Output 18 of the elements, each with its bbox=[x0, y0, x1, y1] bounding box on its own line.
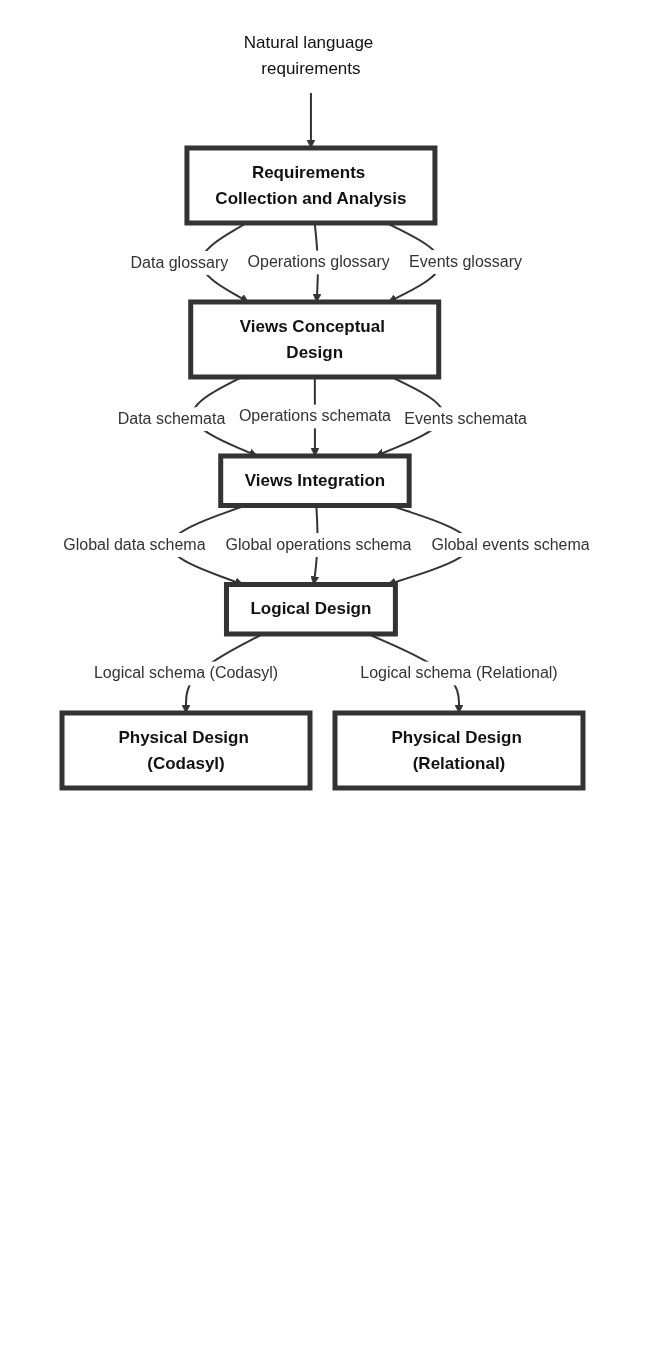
edge-label: Operations glossary bbox=[247, 253, 390, 271]
edge-label: Events glossary bbox=[408, 253, 522, 271]
node-box: Logical Design bbox=[223, 582, 398, 637]
node-box: Views Integration bbox=[217, 453, 412, 508]
edge-label: Data schemata bbox=[117, 410, 225, 428]
node-box: Views Conceptual Design bbox=[187, 299, 441, 380]
edge-label: Logical schema (Codasyl) bbox=[93, 664, 278, 682]
edge-label: Global events schema bbox=[431, 535, 590, 553]
edge-label: Events schemata bbox=[403, 410, 527, 428]
node-box: Physical Design (Relational) bbox=[332, 710, 586, 791]
edge-label: Global data schema bbox=[62, 535, 206, 553]
edge-label: Data glossary bbox=[130, 253, 228, 271]
node-text: Natural language requirements bbox=[243, 33, 373, 78]
edge-label: Operations schemata bbox=[238, 407, 391, 425]
node-box: Requirements Collection and Analysis bbox=[184, 145, 438, 226]
edge-label: Global operations schema bbox=[225, 536, 412, 554]
node-box: Physical Design (Codasyl) bbox=[59, 710, 313, 791]
edge-label: Logical schema (Relational) bbox=[359, 664, 558, 682]
